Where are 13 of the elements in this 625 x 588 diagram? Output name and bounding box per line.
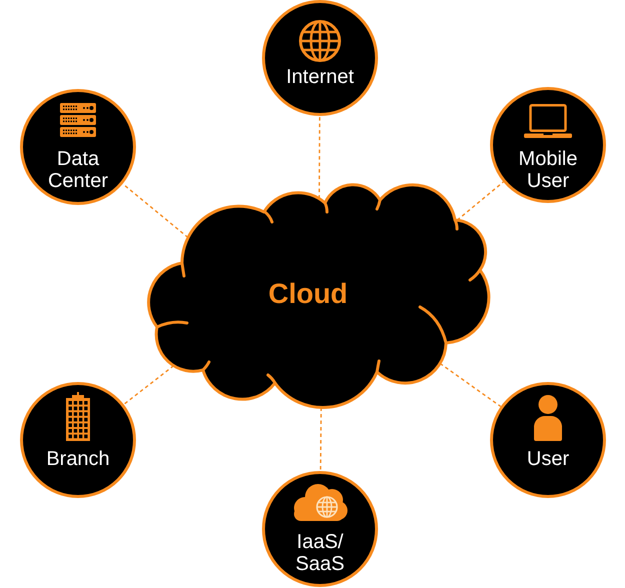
dashed-connector (123, 365, 174, 405)
node-label: User (526, 448, 570, 470)
node-label: Cloud (268, 278, 348, 310)
node-label: IaaS/ SaaS (296, 531, 344, 575)
node-label: Internet (286, 66, 354, 88)
dashed-connector (440, 362, 502, 408)
dashed-connector (320, 408, 322, 472)
dashed-connector (456, 181, 504, 221)
dashed-connector (318, 116, 320, 199)
node-label: Mobile User (518, 148, 578, 192)
node-label: Data Center (48, 148, 108, 192)
dashed-connector (122, 183, 189, 238)
node-label: Branch (46, 448, 110, 470)
